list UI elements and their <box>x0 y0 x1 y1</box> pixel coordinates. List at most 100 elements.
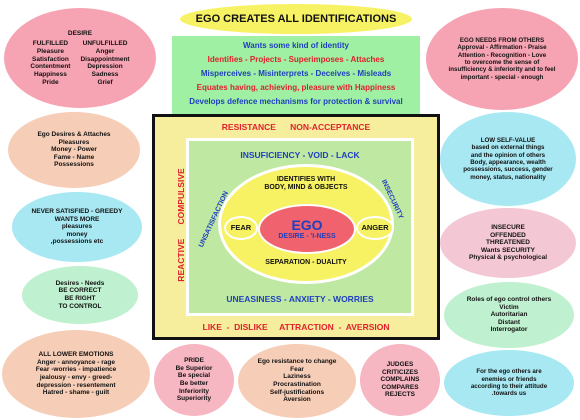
anger-oval: ANGER <box>356 216 394 240</box>
roles-line: Interrogator <box>490 326 528 334</box>
never-satisfied-line: NEVER SATISFIED - GREEDY <box>31 207 123 215</box>
others-line: enemies or friends <box>481 375 537 383</box>
desire-title: DESIRE <box>67 29 93 37</box>
inner-frame-bottom-label: UNEASINESS - ANXIETY - WORRIES <box>226 294 374 304</box>
roles-line: Victim <box>499 303 519 311</box>
insecure-line: OFFENDED <box>490 231 526 239</box>
resistance-line: Laziness <box>283 373 311 381</box>
insecure-oval: INSECURE OFFENDED THREATENED Wants SECUR… <box>440 208 576 278</box>
desire-unfulfilled-header: UNFULFILLED <box>82 40 128 48</box>
anger-label: ANGER <box>361 222 389 232</box>
low-self-value-line: based on external things <box>471 144 545 152</box>
never-satisfied-line: money <box>66 230 88 238</box>
identifies-text: IDENTIFIES WITH BODY, MIND & OBJECTS <box>218 176 394 193</box>
ego-desire-label: DESIRE - 'I-NESS <box>278 233 336 241</box>
roles-line: Autoritarian <box>490 311 528 319</box>
ego-desires-line: Pleasures <box>58 138 90 146</box>
desire-unfulfilled-item: Disappointment <box>80 55 130 63</box>
pride-line: Be better <box>179 380 209 387</box>
ego-desires-line: Possessions <box>54 161 94 169</box>
others-line: .towards us <box>491 390 527 398</box>
insecure-line: INSECURE <box>491 223 525 231</box>
identity-line-2: Identifies - Projects - Superimposes - A… <box>207 55 385 64</box>
judges-line: CRITICIZES <box>381 368 419 376</box>
outer-frame-top-label: RESISTANCE NON-ACCEPTANCE <box>221 122 371 132</box>
separation-label: SEPARATION - DUALITY <box>265 259 347 266</box>
insecure-line: Wants SECURITY <box>481 246 535 254</box>
identity-line-5: Develops defence mechanisms for protecti… <box>189 97 403 106</box>
roles-line: Distant <box>497 318 521 326</box>
identity-line-3: Misperceives - Misinterprets - Deceives … <box>200 69 392 78</box>
lower-emotions-line: Fear -worries - impatience <box>35 366 117 374</box>
insecure-line: THREATENED <box>486 239 530 247</box>
lower-emotions-line: Anger - annoyance - rage <box>36 358 116 366</box>
desire-fulfilled-item: Contentment <box>30 63 71 71</box>
desires-needs-line: Desires - Needs <box>55 279 105 287</box>
lower-emotions-line: ALL LOWER EMOTIONS <box>38 351 114 359</box>
others-line: according to their attitude <box>470 383 548 390</box>
fear-oval: FEAR <box>224 216 258 240</box>
lower-emotions-line: depression - resentement <box>36 381 116 389</box>
lower-emotions-line: jealousy - envy - greed- <box>39 374 113 381</box>
desire-unfulfilled-item: Anger <box>95 48 115 56</box>
resistance-line: Aversion <box>283 396 311 404</box>
ego-needs-line: important - special - enough <box>460 73 544 81</box>
lower-emotions-oval: ALL LOWER EMOTIONS Anger - annoyance - r… <box>2 330 150 418</box>
desire-fulfilled-header: FULFILLED <box>32 40 69 48</box>
others-line: For the ego others are <box>476 368 542 376</box>
desire-unfulfilled-column: UNFULFILLED Anger Disappointment Depress… <box>80 40 129 86</box>
low-self-value-line: Body, appearance, wealth <box>470 159 546 166</box>
pride-oval: PRIDE Be Superior Be special Be better I… <box>154 344 234 416</box>
pride-line: Be special <box>177 372 211 380</box>
identifies-line: BODY, MIND & OBJECTS <box>264 184 348 192</box>
outer-frame-bottom-label: LIKE - DISLIKE ATTRACTION - AVERSION <box>202 322 390 332</box>
fear-label: FEAR <box>230 222 252 232</box>
pride-line: PRIDE <box>184 357 204 365</box>
desire-fulfilled-item: Satisfaction <box>32 55 69 63</box>
pride-line: Superiority <box>176 395 212 403</box>
ego-desires-line: Money - Power <box>51 146 97 154</box>
never-satisfied-line: WANTS MORE <box>54 215 100 223</box>
judges-oval: JUDGES CRITICIZES COMPLAINS COMPARES REJ… <box>360 344 440 416</box>
judges-line: COMPARES <box>381 383 419 391</box>
desire-unfulfilled-item: Grief <box>97 78 113 86</box>
desire-fulfilled-item: Pride <box>42 78 59 86</box>
desire-unfulfilled-item: Sadness <box>91 70 119 78</box>
ego-oval: EGO DESIRE - 'I-NESS <box>258 204 356 254</box>
ego-needs-line: Attention - Recognition - Love <box>457 51 547 59</box>
roles-oval: Roles of ego control others Victim Autor… <box>444 282 574 348</box>
judges-line: JUDGES <box>386 360 414 368</box>
low-self-value-oval: LOW SELF-VALUE based on external things … <box>440 112 576 206</box>
desire-unfulfilled-item: Depression <box>87 63 123 71</box>
ego-label: EGO <box>291 216 323 233</box>
resistance-line: Fear <box>290 365 304 373</box>
pride-line: Inferiority <box>179 387 209 395</box>
insecure-line: Physical & psychological <box>468 254 548 262</box>
judges-line: COMPLAINS <box>380 376 420 384</box>
desire-oval: DESIRE FULFILLED Pleasure Satisfaction C… <box>4 8 156 108</box>
outer-frame-left-label: REACTIVE COMPULSIVE <box>176 168 186 282</box>
title-banner: EGO CREATES ALL IDENTIFICATIONS <box>180 4 412 34</box>
low-self-value-line: money, status, nationality <box>470 173 546 181</box>
roles-line: Roles of ego control others <box>466 295 552 303</box>
never-satisfied-line: ,possessions etc <box>50 238 104 246</box>
ego-desires-oval: Ego Desires & Attaches Pleasures Money -… <box>8 112 140 188</box>
low-self-value-line: LOW SELF-VALUE <box>480 137 536 145</box>
desires-needs-line: BE RIGHT <box>64 295 96 302</box>
ego-needs-line: insufficiency & inferiority and to feel <box>448 66 556 74</box>
low-self-value-line: possessions, success, gender <box>463 166 553 174</box>
others-oval: For the ego others are enemies or friend… <box>444 350 574 416</box>
ego-desires-line: Fame - Name <box>53 153 95 161</box>
desires-needs-oval: Desires - Needs BE CORRECT BE RIGHT TO C… <box>22 266 138 324</box>
never-satisfied-oval: NEVER SATISFIED - GREEDY WANTS MORE plea… <box>12 192 142 262</box>
inner-frame-top-label: INSUFICIENCY - VOID - LACK <box>240 150 360 160</box>
judges-line: REJECTS <box>385 391 415 399</box>
never-satisfied-line: pleasures <box>61 223 93 231</box>
page-title: EGO CREATES ALL IDENTIFICATIONS <box>195 12 397 25</box>
identity-line-1: Wants some kind of identity <box>243 41 349 50</box>
desires-needs-line: TO CONTROL <box>58 302 102 310</box>
resistance-oval: Ego resistance to change Fear Laziness P… <box>238 344 356 418</box>
low-self-value-line: and the opinion of others <box>470 151 546 159</box>
resistance-line: Procrastination <box>273 381 321 388</box>
ego-needs-line: EGO NEEDS FROM OTHERS <box>459 37 545 45</box>
